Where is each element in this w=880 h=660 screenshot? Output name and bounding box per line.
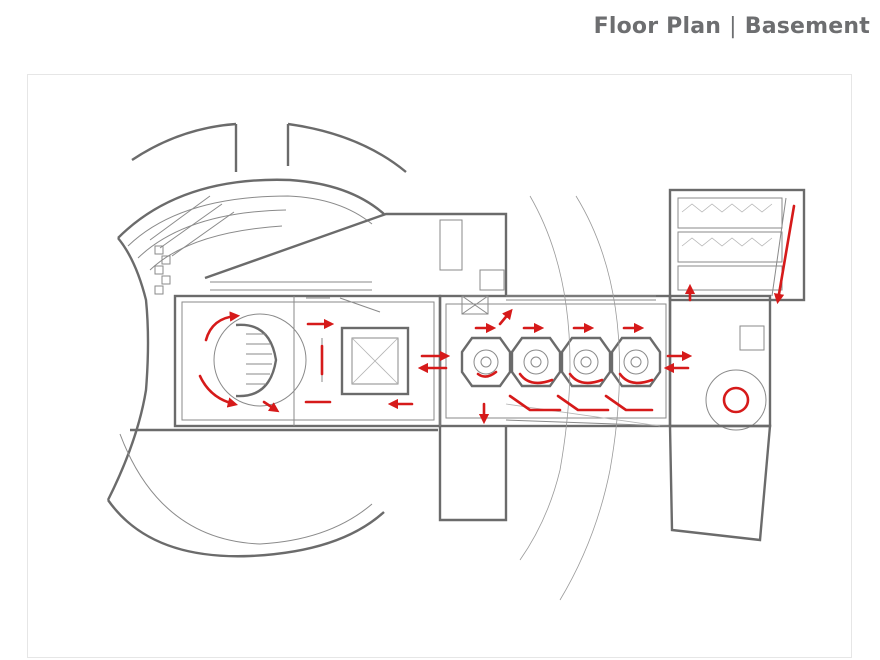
south-annex bbox=[438, 426, 508, 522]
title-primary: Floor Plan bbox=[593, 14, 722, 39]
roof-arcs bbox=[131, 122, 407, 173]
west-wing-outline bbox=[106, 178, 438, 558]
east-stair bbox=[668, 188, 806, 302]
seating-steps bbox=[149, 195, 235, 295]
circulation-arrows bbox=[198, 204, 796, 425]
plan-frame bbox=[27, 74, 852, 658]
title-secondary: Basement bbox=[744, 14, 870, 39]
guide-arcs bbox=[519, 195, 620, 601]
title-separator: | bbox=[729, 14, 737, 39]
page-title: Floor Plan | Basement bbox=[594, 14, 870, 39]
main-hall bbox=[173, 212, 772, 428]
exhibit-pods bbox=[460, 336, 662, 388]
north-service-rooms bbox=[306, 219, 505, 315]
round-stage bbox=[213, 313, 307, 407]
east-round-room bbox=[668, 325, 772, 542]
central-void bbox=[321, 326, 410, 396]
